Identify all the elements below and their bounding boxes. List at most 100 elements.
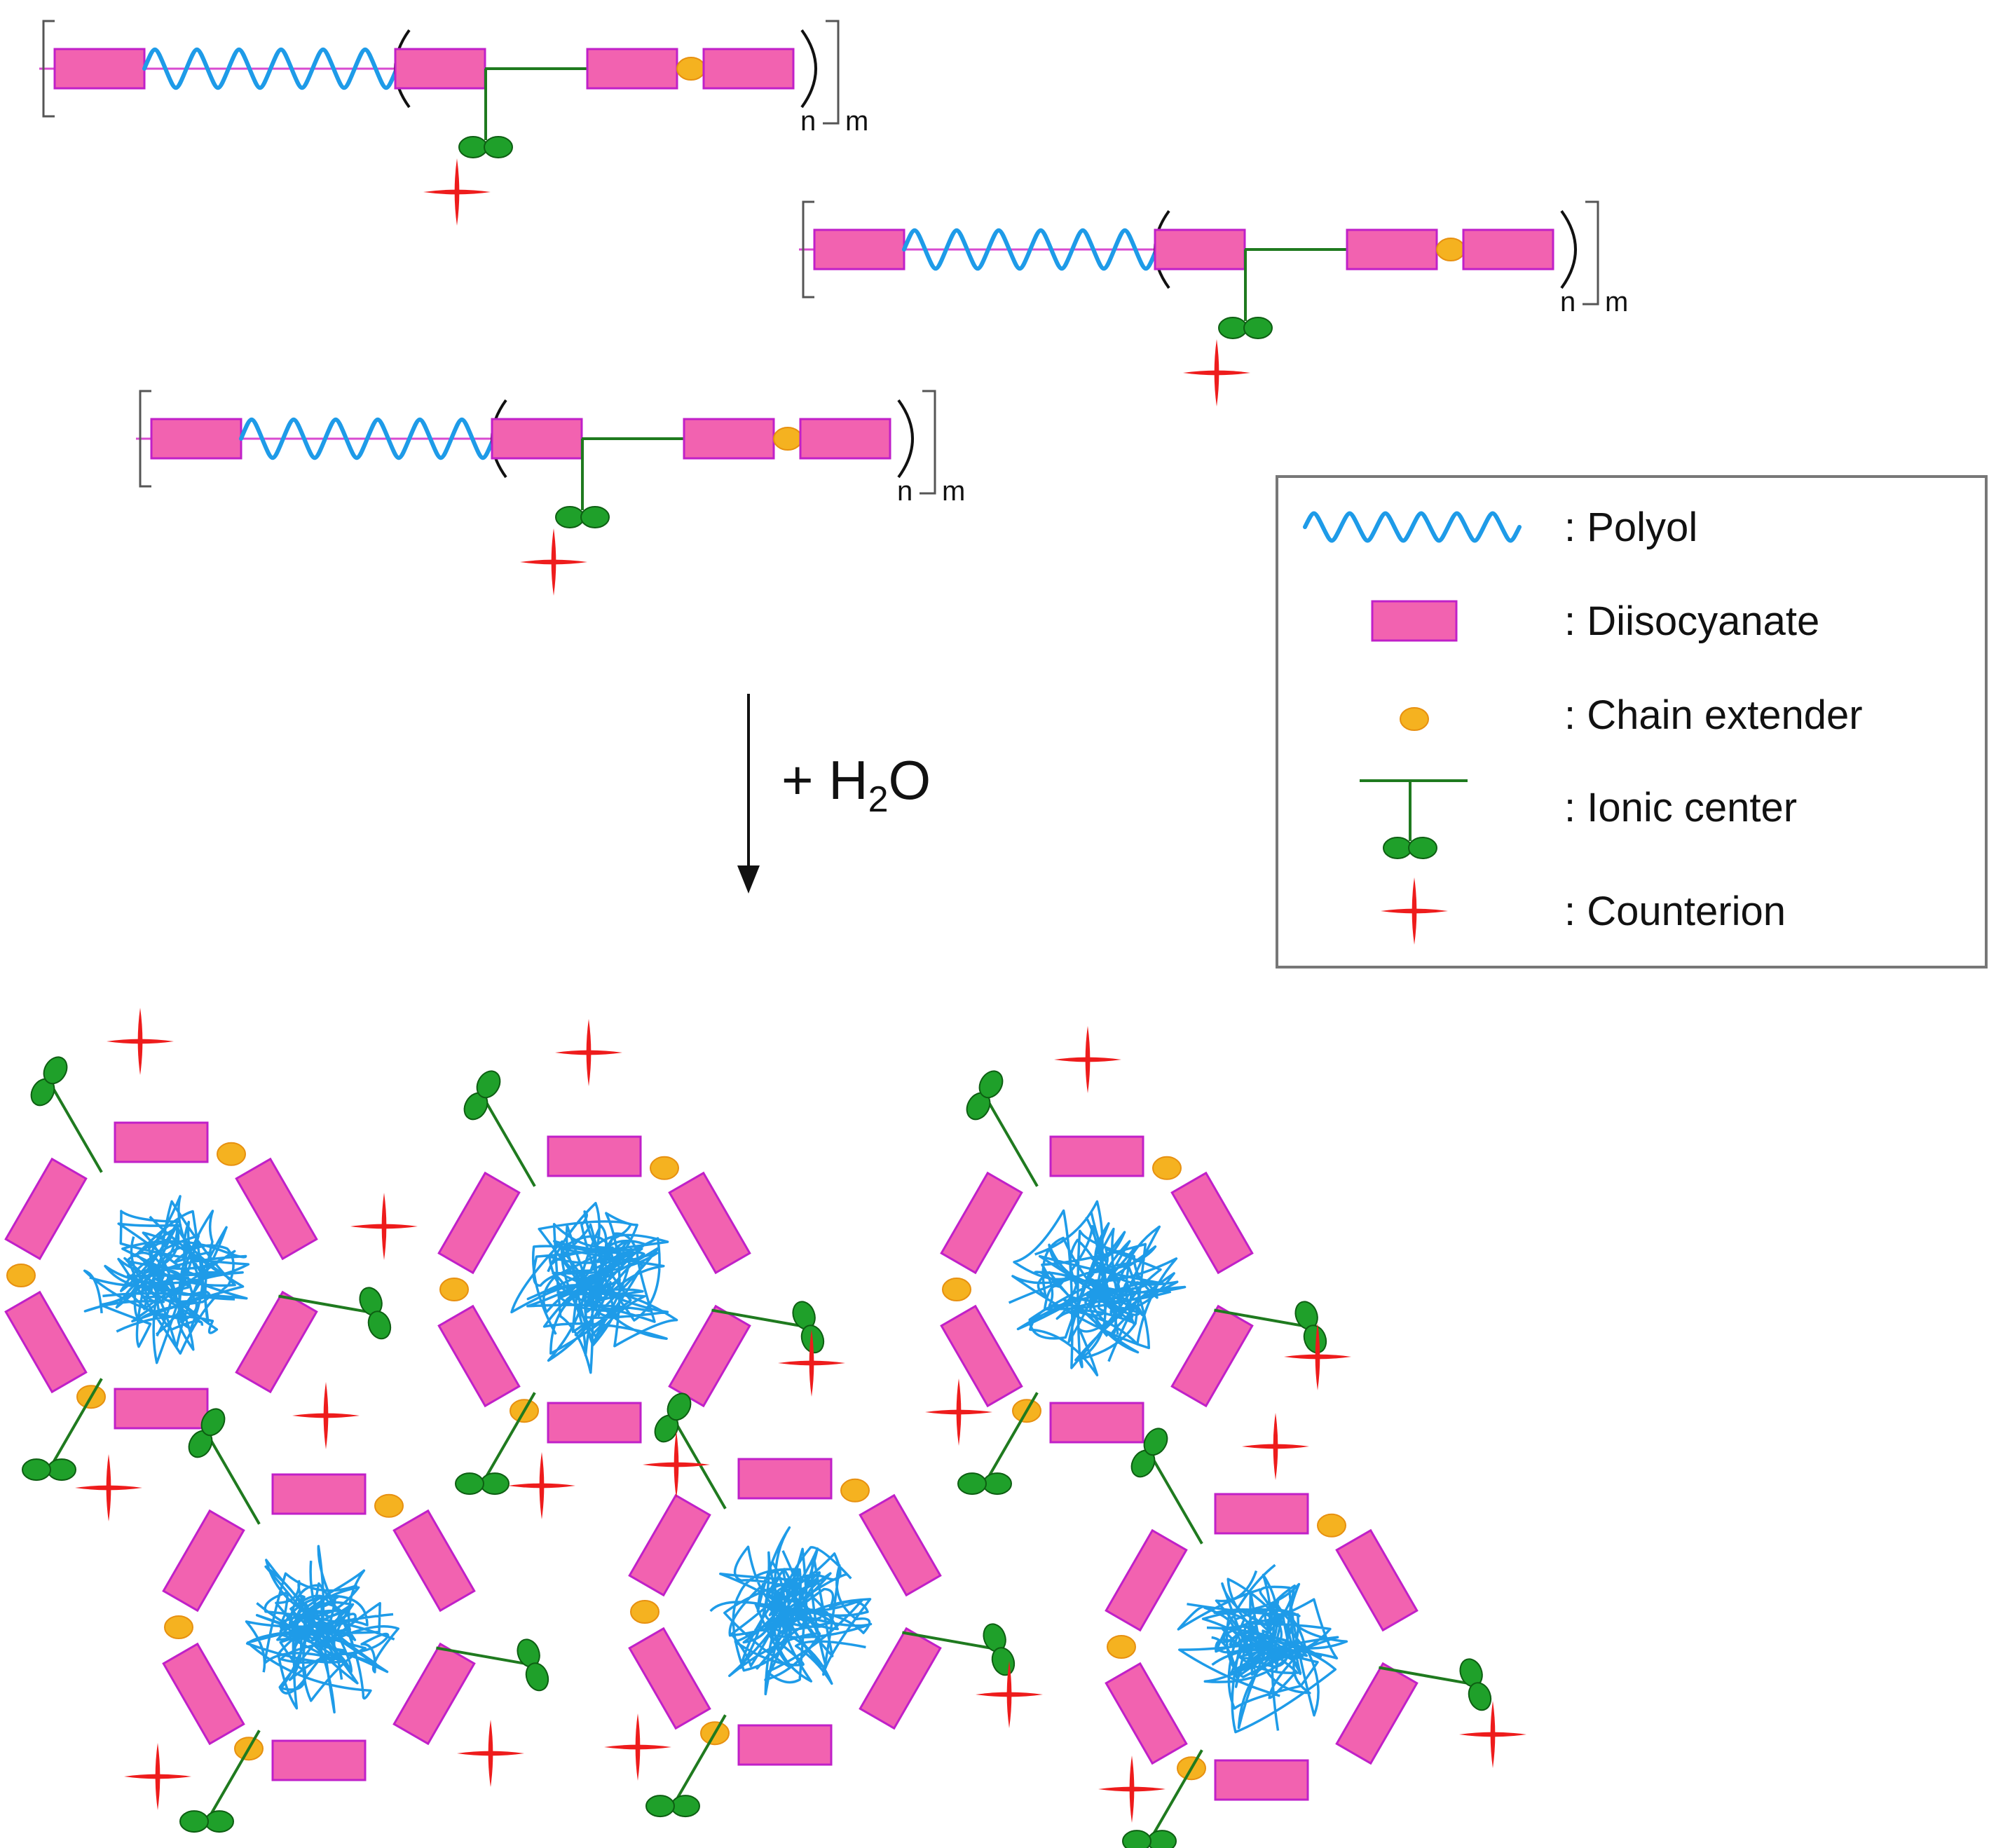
diisocyanate-block [859, 1627, 942, 1730]
plus-vertical-bar [1085, 1026, 1091, 1093]
counterion-plus-icon [520, 528, 587, 596]
polyol-tangle [83, 1195, 250, 1364]
ionic-bulb-pair [30, 1056, 68, 1107]
diisocyanate-block [162, 1642, 245, 1746]
ionic-arm [481, 1094, 536, 1187]
diisocyanate-block [586, 48, 678, 90]
counterion-plus-icon [1183, 339, 1250, 406]
ionic-bulb [484, 136, 513, 158]
polyol-tangle [1008, 1200, 1187, 1377]
diisocyanate-block [813, 228, 905, 271]
ionic-bulb-pair [179, 1810, 234, 1833]
counterion-plus-icon [976, 1661, 1043, 1728]
plus-vertical-bar [539, 1452, 545, 1519]
plus-vertical-bar [1129, 1755, 1135, 1823]
ionic-arm [711, 1308, 809, 1329]
right-parenthesis [1560, 210, 1577, 289]
pud-particle [437, 1070, 825, 1495]
diisocyanate-block [547, 1135, 642, 1177]
polyol-chain [239, 418, 495, 460]
plus-vertical-bar [381, 1193, 387, 1260]
plus-vertical-bar [1315, 1323, 1320, 1390]
right-square-bracket [823, 20, 840, 125]
diisocyanate-block [437, 1304, 521, 1408]
ionic-bulb [1243, 317, 1273, 339]
polyol-wave [1303, 511, 1522, 543]
diisocyanate-block [799, 418, 891, 460]
plus-vertical-bar [1412, 877, 1417, 945]
ionic-bulb [645, 1795, 675, 1818]
polyol-tangle [1177, 1563, 1348, 1734]
plus-vertical-bar [551, 528, 556, 596]
plus-vertical-bar [674, 1431, 679, 1498]
subscript-m: m [942, 476, 965, 507]
right-parenthesis [897, 399, 914, 479]
diisocyanate-block [271, 1739, 367, 1781]
counterion-plus-icon [75, 1454, 142, 1521]
right-parenthesis [800, 29, 817, 109]
ionic-bulb [480, 1472, 510, 1495]
ionic-bulb [555, 506, 585, 528]
diisocyanate-block [1049, 1402, 1144, 1444]
ionic-bulb [1408, 837, 1437, 859]
diisocyanate-block [1170, 1304, 1254, 1408]
subscript-n: n [897, 476, 913, 507]
ionic-arm [1148, 1749, 1203, 1842]
ionic-arm [671, 1416, 727, 1510]
counterion-plus-icon [604, 1713, 671, 1781]
left-square-bracket [139, 390, 151, 488]
legend-label: : Counterion [1564, 889, 1786, 934]
chain-extender-dot [217, 1142, 246, 1166]
diisocyanate-rect-icon [1371, 600, 1458, 642]
plus-vertical-bar [1006, 1661, 1012, 1728]
polyol-tangle [245, 1545, 399, 1714]
pud-particle [162, 1408, 549, 1833]
diisocyanate-block [437, 1171, 521, 1275]
plus-vertical-bar [155, 1743, 160, 1810]
ionic-arm [205, 1730, 261, 1823]
chain-extender-dot [942, 1278, 971, 1301]
legend-border [1276, 475, 1988, 969]
ionic-arm [48, 1378, 103, 1471]
diisocyanate-block [271, 1473, 367, 1515]
polyol-tangle [709, 1526, 873, 1696]
diisocyanate-block [4, 1290, 88, 1394]
ionic-arm [481, 1392, 536, 1485]
diisocyanate-block [1105, 1662, 1188, 1765]
chain-extender-dot [650, 1156, 679, 1180]
diisocyanate-block [1214, 1759, 1309, 1801]
subscript-m: m [1605, 287, 1628, 317]
chain-extender-dot [374, 1493, 404, 1518]
diisocyanate-block [547, 1402, 642, 1444]
reaction-label: + H2O [781, 749, 931, 820]
ionic-bulb [983, 1472, 1012, 1495]
chain-extender-dot [1152, 1156, 1182, 1180]
dispersed-particles [4, 1008, 1526, 1848]
ionic-arm [436, 1646, 533, 1666]
ionic-arm [1379, 1666, 1476, 1686]
ionic-bulb [367, 1310, 392, 1340]
diisocyanate-block [1214, 1493, 1309, 1535]
ionic-bulb [978, 1070, 1004, 1099]
ionic-bulb-pair [1459, 1658, 1492, 1711]
diisocyanate-block [1335, 1528, 1419, 1632]
diisocyanate-block [53, 48, 146, 90]
diisocyanate-block [1335, 1662, 1419, 1765]
ionic-bulb-pair [1122, 1830, 1177, 1848]
ionic-bulb-pair [517, 1638, 549, 1692]
chain-extender-dot-icon [1400, 707, 1429, 731]
legend-box: : Polyol: Diisocyanate: Chain extender: … [1276, 475, 1988, 969]
counterion-plus-icon [1098, 1755, 1166, 1823]
counterion-plus-icon [1054, 1026, 1121, 1093]
ionic-bulb [525, 1662, 549, 1692]
ionic-arm [278, 1294, 376, 1315]
diisocyanate-block [114, 1121, 209, 1163]
chain-extender-dot [1436, 238, 1465, 261]
ionic-bulb-pair [359, 1287, 392, 1340]
ionic-arm [983, 1392, 1039, 1485]
diisocyanate-block [1154, 228, 1246, 271]
pud-particle [628, 1392, 1016, 1818]
reaction-label-prefix: + H [781, 749, 868, 811]
